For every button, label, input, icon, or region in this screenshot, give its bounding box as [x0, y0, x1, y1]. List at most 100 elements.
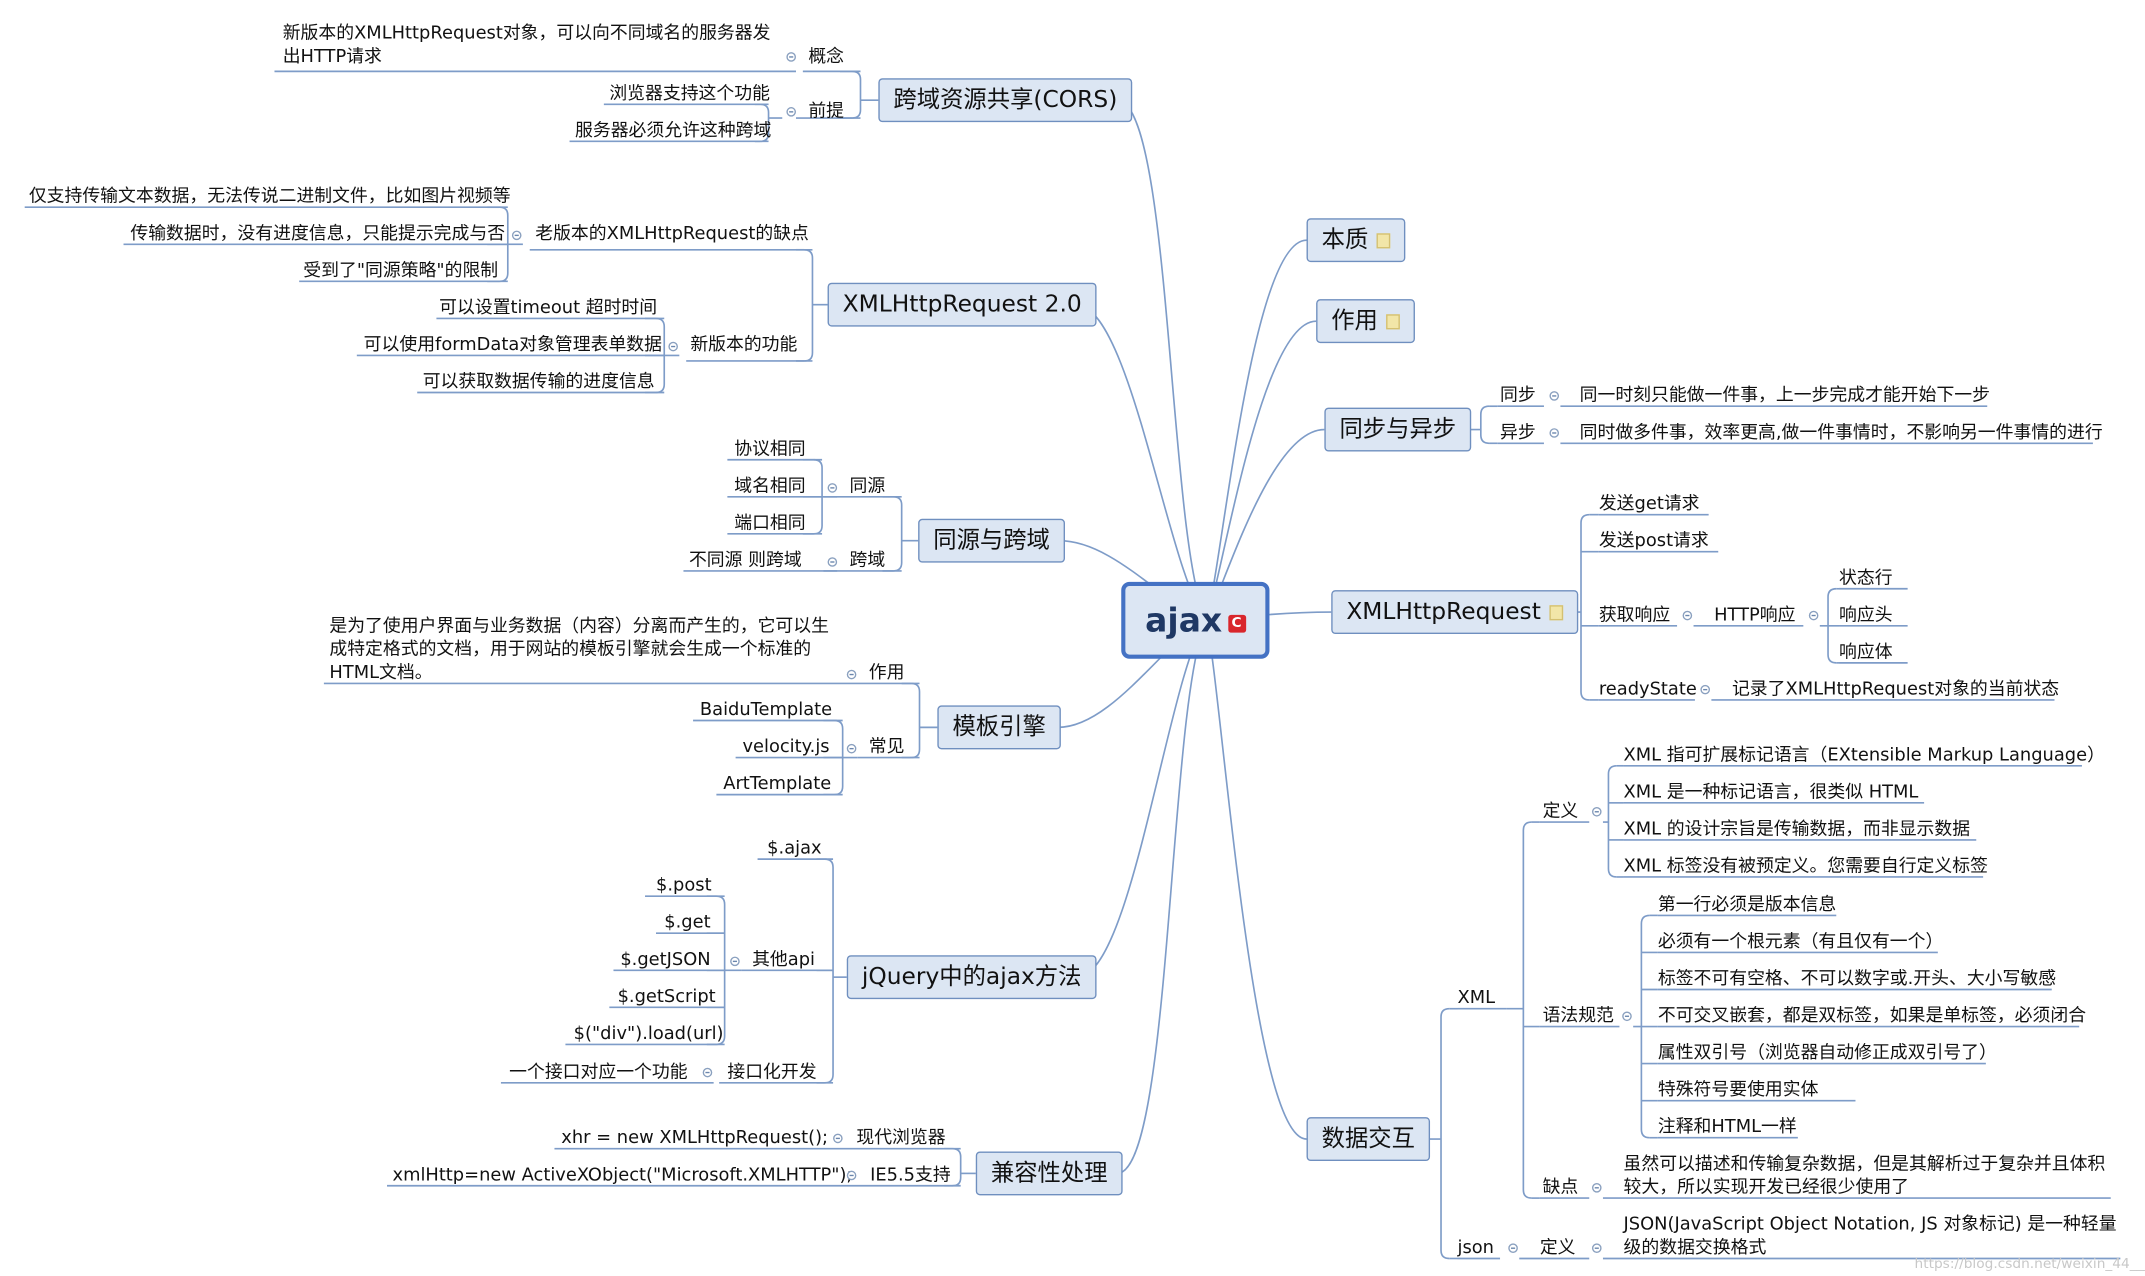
- data-def-item-2: XML 是一种标记语言，很类似 HTML: [1623, 782, 1919, 803]
- data-def-item-1: XML 指可扩展标记语言（EXtensible Markup Language）: [1623, 745, 2105, 766]
- collapse-toggle-icon[interactable]: [1549, 428, 1560, 438]
- collapse-toggle-icon[interactable]: [1591, 806, 1602, 817]
- jquery-other-item-2: $.get: [664, 912, 711, 934]
- connector: [1117, 619, 1208, 1175]
- data-json-label: json: [1457, 1237, 1494, 1259]
- collapse-toggle-icon[interactable]: [668, 341, 678, 352]
- collapse-toggle-icon[interactable]: [1682, 610, 1693, 621]
- branch-cors[interactable]: 跨域资源共享(CORS): [878, 78, 1133, 123]
- origin-same-item-3: 端口相同: [734, 513, 806, 534]
- xhr2-old-item-1: 仅支持传输文本数据，无法传说二进制文件，比如图片视频等: [28, 186, 511, 208]
- collapse-toggle-icon[interactable]: [1591, 1243, 1602, 1254]
- branch-template[interactable]: 模板引擎: [937, 705, 1061, 750]
- collapse-toggle-icon[interactable]: [1508, 1243, 1518, 1254]
- collapse-toggle-icon[interactable]: [786, 107, 796, 117]
- collapse-toggle-icon[interactable]: [730, 956, 740, 967]
- origin-cross-label: 跨域: [849, 550, 886, 571]
- xhr-resp-label: 获取响应: [1598, 605, 1671, 626]
- data-flaw-label: 缺点: [1542, 1177, 1579, 1199]
- data-def-item-4: XML 标签没有被预定义。您需要自行定义标签: [1623, 856, 1988, 877]
- connector: [1607, 764, 1617, 878]
- collapse-toggle-icon[interactable]: [827, 483, 838, 493]
- collapse-toggle-icon[interactable]: [1549, 391, 1560, 401]
- data-xml-label: XML: [1457, 988, 1496, 1009]
- connector: [1205, 620, 1307, 1140]
- xhr-rs-label: readyState: [1598, 679, 1697, 700]
- data-syntax-item-1: 第一行必须是版本信息: [1657, 894, 1837, 916]
- jquery-other-item-3: $.getJSON: [620, 949, 711, 971]
- collapse-toggle-icon[interactable]: [827, 557, 838, 567]
- compat-modern-label: 现代浏览器: [856, 1128, 946, 1149]
- data-def-label: 定义: [1542, 801, 1579, 823]
- cors-premise-label: 前提: [808, 101, 845, 123]
- xhr2-old-label: 老版本的XMLHttpRequest的缺点: [535, 223, 809, 245]
- jquery-ajax: $.ajax: [767, 838, 822, 860]
- origin-cross-text: 不同源 则跨域: [688, 550, 802, 571]
- jquery-other-label: 其他api: [752, 949, 815, 971]
- collapse-toggle-icon[interactable]: [846, 743, 857, 754]
- watermark: https://blog.csdn.net/weixin_44___: [1914, 1257, 2145, 1273]
- async-text: 同时做多件事，效率更高,做一件事情时，不影响另一件事情的进行: [1579, 422, 2103, 444]
- connector: [1580, 513, 1590, 701]
- data-syntax-item-6: 特殊符号要使用实体: [1657, 1080, 1819, 1101]
- xhr-http-item-3: 响应体: [1839, 642, 1893, 663]
- collapse-toggle-icon[interactable]: [702, 1067, 713, 1078]
- cors-concept-text: 新版本的XMLHttpRequest对象，可以向不同域名的服务器发出HTTP请求: [282, 23, 771, 68]
- connector: [760, 103, 770, 143]
- collapse-toggle-icon[interactable]: [1808, 610, 1819, 621]
- compat-ie-label: IE5.5支持: [870, 1165, 951, 1186]
- xhr2-new-item-1: 可以设置timeout 超时时间: [439, 297, 658, 319]
- origin-same-label: 同源: [849, 476, 886, 497]
- connector: [1440, 1007, 1450, 1260]
- data-syntax-item-3: 标签不可有空格、不可以数字或.开头、大小写敏感: [1657, 968, 2057, 990]
- branch-xhr[interactable]: XMLHttpRequest: [1331, 590, 1578, 635]
- connector: [852, 70, 862, 119]
- note-icon[interactable]: [1549, 605, 1563, 621]
- template-common-item-1: BaiduTemplate: [699, 699, 833, 721]
- branch-jquery[interactable]: jQuery中的ajax方法: [846, 955, 1097, 1000]
- note-icon[interactable]: [1376, 233, 1391, 249]
- branch-origin[interactable]: 同源与跨域: [918, 518, 1065, 563]
- branch-xhr2[interactable]: XMLHttpRequest 2.0: [827, 282, 1097, 327]
- branch-role[interactable]: 作用: [1316, 299, 1415, 344]
- xhr-title: XMLHttpRequest: [1346, 598, 1541, 626]
- collapse-toggle-icon[interactable]: [786, 52, 796, 62]
- xhr-http-item-1: 状态行: [1839, 568, 1893, 589]
- xhr-http-label: HTTP响应: [1714, 605, 1796, 626]
- jquery-iface-label: 接口化开发: [727, 1062, 817, 1083]
- branch-essence[interactable]: 本质: [1306, 218, 1406, 263]
- collapse-toggle-icon[interactable]: [1591, 1183, 1602, 1193]
- data-syntax-label: 语法规范: [1542, 1005, 1614, 1027]
- branch-sync[interactable]: 同步与异步: [1324, 407, 1472, 452]
- xhr2-new-item-2: 可以使用formData对象管理表单数据: [363, 334, 662, 356]
- collapse-toggle-icon[interactable]: [1700, 684, 1711, 695]
- sync-label: 同步: [1500, 385, 1536, 407]
- data-def-item-3: XML 的设计宗旨是传输数据，而非显示数据: [1623, 819, 1971, 840]
- collapse-toggle-icon[interactable]: [846, 669, 857, 680]
- data-syntax-item-5: 属性双引号（浏览器自动修正成双引号了）: [1657, 1043, 1997, 1064]
- xhr2-old-item-3: 受到了"同源策略"的限制: [303, 260, 499, 282]
- collapse-toggle-icon[interactable]: [1622, 1011, 1632, 1022]
- branch-compat[interactable]: 兼容性处理: [975, 1151, 1123, 1196]
- collapse-toggle-icon[interactable]: [833, 1133, 843, 1144]
- compat-modern-code: xhr = new XMLHttpRequest();: [561, 1128, 829, 1149]
- essence-title: 本质: [1321, 226, 1369, 254]
- connector: [1522, 821, 1532, 1199]
- xhr2-old-item-2: 传输数据时，没有进度信息，只能提示完成与否: [130, 223, 506, 245]
- branch-data[interactable]: 数据交互: [1306, 1117, 1431, 1162]
- jquery-other-item-5: $("div").load(url): [573, 1023, 724, 1045]
- collapse-toggle-icon[interactable]: [511, 230, 522, 241]
- root-label: ajax: [1145, 601, 1223, 640]
- cors-premise-item-1: 浏览器支持这个功能: [609, 83, 770, 105]
- connector: [893, 495, 903, 572]
- collapse-toggle-icon[interactable]: [846, 1170, 857, 1181]
- compat-ie-code: xmlHttp=new ActiveXObject("Microsoft.XML…: [392, 1165, 853, 1186]
- role-title: 作用: [1331, 307, 1378, 335]
- template-use-label: 作用: [868, 662, 905, 684]
- xhr-rs-text: 记录了XMLHttpRequest对象的当前状态: [1731, 679, 2060, 700]
- connector: [952, 1147, 962, 1187]
- connector: [804, 248, 814, 362]
- connector: [1077, 619, 1208, 978]
- note-icon[interactable]: [1386, 314, 1400, 330]
